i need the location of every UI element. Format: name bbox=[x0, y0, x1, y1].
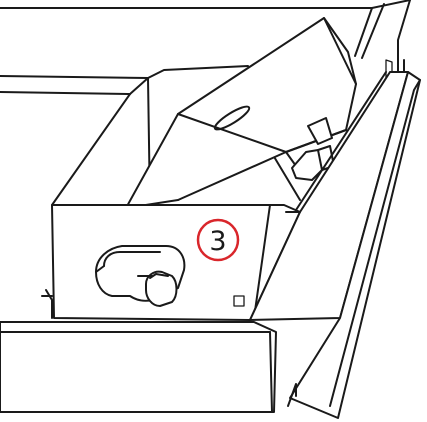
drawer-front-edge bbox=[289, 71, 421, 419]
panel-face bbox=[125, 17, 357, 209]
tilted-panel bbox=[125, 17, 357, 209]
cabinet-top-edge bbox=[0, 0, 411, 9]
callout-3: 3 bbox=[196, 218, 240, 262]
drawer-inner-left-edge bbox=[51, 93, 131, 206]
callout-ring bbox=[196, 218, 240, 262]
drawer-front-panel bbox=[0, 321, 277, 413]
panel-slot-hole bbox=[213, 105, 251, 131]
drawer-front bbox=[0, 71, 421, 419]
latch-part bbox=[95, 245, 186, 307]
small-tab bbox=[233, 295, 245, 307]
back-shelf bbox=[0, 65, 249, 95]
latch-knob bbox=[145, 270, 178, 307]
callout-number: 3 bbox=[209, 226, 226, 257]
